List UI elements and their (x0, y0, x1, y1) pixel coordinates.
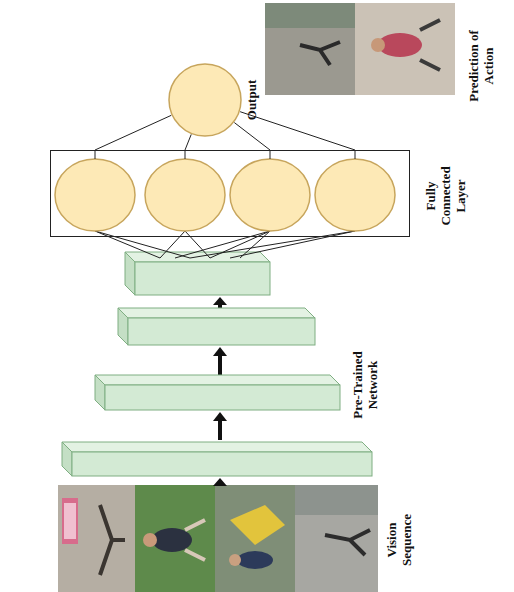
circle-outline (168, 63, 242, 137)
node-heading: Output (245, 70, 260, 130)
dense-links (95, 231, 355, 258)
output-neuron: Output (168, 63, 242, 137)
network-label: Pre-Trained Network (351, 342, 381, 428)
network-slabs (62, 252, 372, 476)
neuron-stubs (95, 151, 355, 159)
prediction-label: Prediction of Action (467, 21, 497, 111)
dense-layer-box: Fully Connected Layer (50, 150, 410, 237)
input-label: Vision Sequence (385, 503, 415, 577)
neurons (55, 159, 395, 231)
node-heading: Fully Connected Layer (424, 154, 469, 238)
input-photos (58, 485, 378, 592)
output-photos (265, 3, 455, 95)
